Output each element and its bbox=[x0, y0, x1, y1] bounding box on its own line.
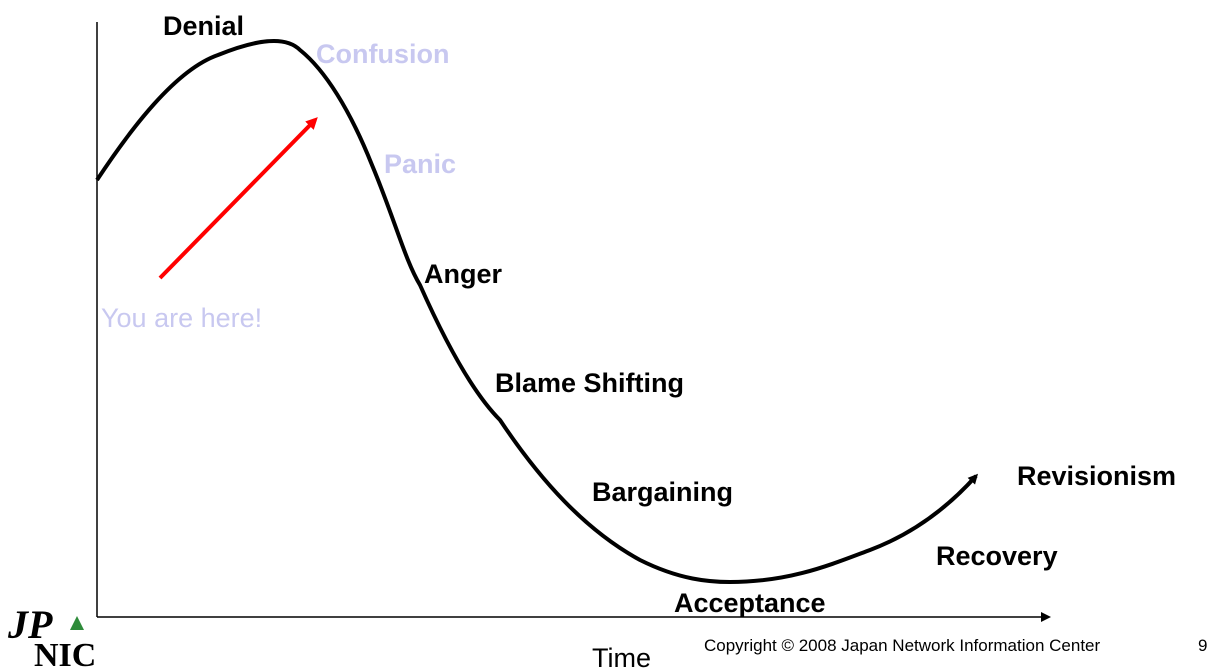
you-are-here-label: You are here! bbox=[101, 303, 262, 333]
you-are-here-arrow bbox=[158, 117, 318, 280]
stage-acceptance: Acceptance bbox=[674, 588, 826, 618]
logo-triangle-icon bbox=[70, 616, 84, 630]
logo-jp-text: JP bbox=[7, 602, 53, 647]
logo-nic-text: NIC bbox=[34, 637, 96, 670]
emotion-curve bbox=[95, 38, 979, 585]
stage-panic: Panic bbox=[384, 149, 456, 179]
jpnic-logo: JP NIC bbox=[7, 602, 96, 670]
stage-recovery: Recovery bbox=[936, 541, 1058, 571]
stage-confusion: Confusion bbox=[316, 39, 449, 69]
stage-denial: Denial bbox=[163, 11, 244, 41]
copyright-notice: Copyright © 2008 Japan Network Informati… bbox=[704, 636, 1101, 655]
stage-anger: Anger bbox=[424, 259, 503, 289]
stage-blame-shifting: Blame Shifting bbox=[495, 368, 684, 398]
stage-bargaining: Bargaining bbox=[592, 477, 733, 507]
stage-revisionism: Revisionism bbox=[1017, 461, 1176, 491]
x-axis-label: Time bbox=[592, 643, 651, 671]
page-number: 9 bbox=[1198, 636, 1208, 655]
